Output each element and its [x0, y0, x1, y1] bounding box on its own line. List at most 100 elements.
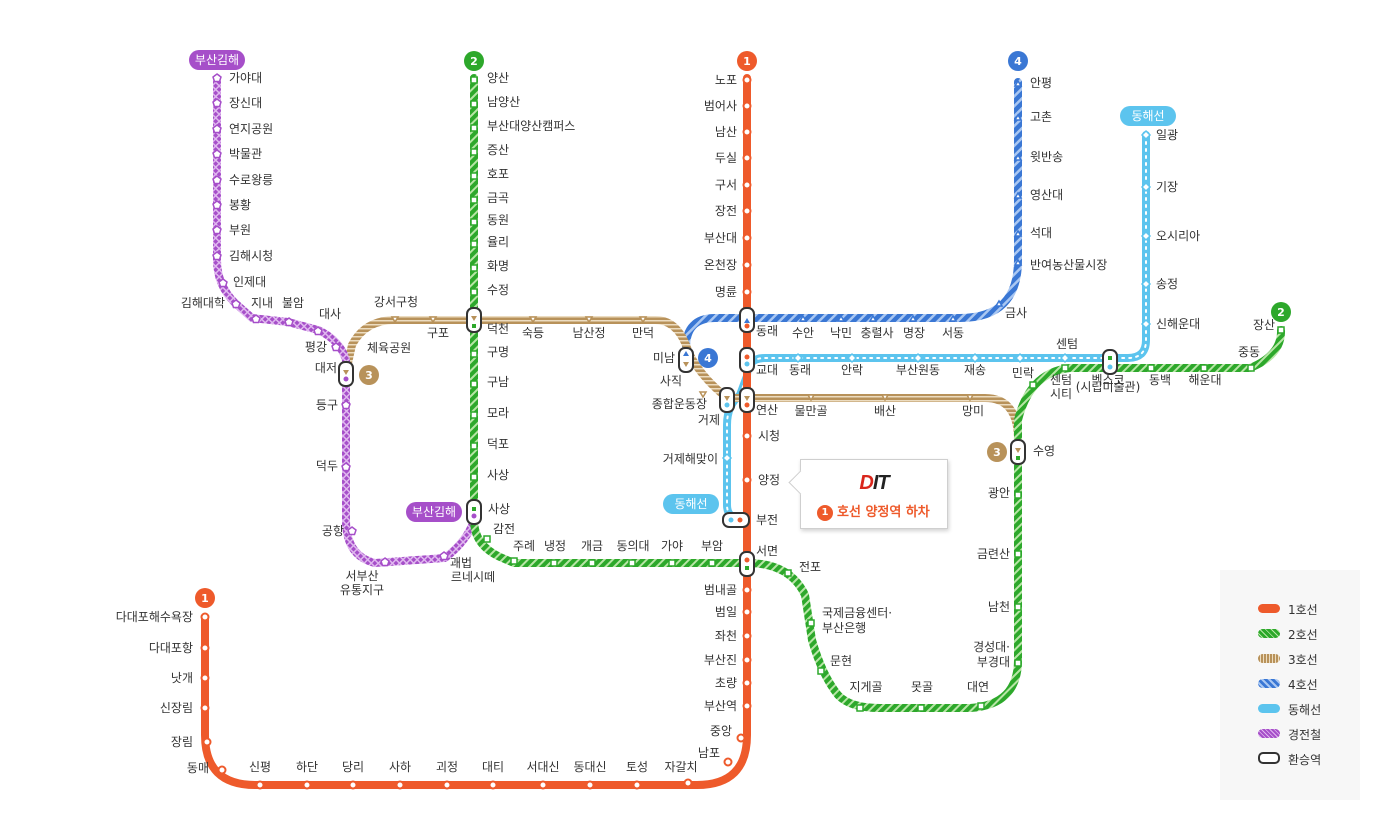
station-label: 연지공원 [229, 122, 273, 136]
svg-text:3: 3 [993, 446, 1001, 459]
station-label: 두실 [715, 151, 737, 165]
station-label: 윗반송 [1030, 149, 1063, 164]
line2-labels: 양산 남양산 부산대양산캠퍼스 증산 호포 금곡 동원 율리 화명 수정 덕천 … [487, 71, 1275, 694]
station-label: 남산 [715, 125, 737, 139]
station-label: 괘법 [450, 556, 472, 570]
transfer-dots [343, 316, 1113, 570]
station-label: 장전 [715, 204, 737, 218]
station-label: 광안 [988, 486, 1010, 500]
station-label: 괴정 [436, 760, 458, 774]
legend: 1호선 2호선 3호선 4호선 동해선 경전철 환승역 [1220, 570, 1360, 800]
station-label: 신해운대 [1156, 317, 1200, 331]
station-label: 연산 [756, 403, 778, 417]
line1-icon: 1 [817, 505, 833, 521]
light-rail-badge-north: 부산김해 [189, 50, 245, 70]
line1 [201, 74, 751, 789]
station-label: 안평 [1030, 76, 1052, 90]
station-label: 증산 [487, 143, 509, 157]
station-label: 교대 [756, 363, 778, 377]
station-label: 호포 [487, 167, 509, 181]
station-label: 서면 [756, 544, 778, 558]
station-label: 망미 [962, 404, 984, 418]
station-label: 동의대 [616, 539, 649, 553]
station-label: 동매 [187, 761, 209, 775]
station-label: 민락 [1012, 366, 1034, 380]
station-label: 노포 [715, 73, 737, 87]
station-label: 남천 [988, 599, 1010, 614]
station-label: 금곡 [487, 191, 509, 205]
station-label: 전포 [799, 560, 821, 574]
dit-logo: DIT [859, 472, 889, 494]
station-label: 양산 [487, 71, 509, 85]
station-label: 센텀 [1056, 337, 1078, 351]
donghae-labels: 일광 기장 오시리아 송정 신해운대 센텀 재송 부산원동 안락 동래 거제해맞… [663, 128, 1200, 466]
station-label: 명륜 [715, 285, 737, 299]
station-label: 고촌 [1030, 110, 1052, 124]
station-label: 해운대 [1188, 373, 1221, 387]
station-label: 덕천 [487, 321, 509, 336]
svg-text:동해선: 동해선 [1131, 109, 1164, 123]
station-label: 범어사 [704, 99, 737, 113]
station-label: 사상 [488, 502, 510, 516]
station-label: 시청 [758, 429, 780, 443]
svg-text:부산김해: 부산김해 [195, 53, 239, 67]
svg-text:동해선: 동해선 [674, 497, 707, 511]
station-label: 사하 [389, 760, 411, 774]
station-label: 지내 [251, 296, 273, 310]
station-label: 경성대· [973, 640, 1010, 654]
station-label: 수로왕릉 [229, 173, 273, 187]
station-label: 오시리아 [1156, 229, 1200, 243]
station-label: 문현 [830, 654, 852, 668]
station-label: 범일 [715, 605, 737, 619]
station-label: 장산 [1253, 318, 1275, 332]
station-label: 금련산 [977, 547, 1010, 561]
station-label: 서부산 [345, 569, 378, 583]
svg-text:2: 2 [470, 55, 478, 68]
station-label: 부산진 [704, 653, 737, 667]
station-label: 토성 [626, 760, 648, 774]
svg-text:2: 2 [1277, 306, 1285, 319]
line3 [342, 316, 1022, 452]
station-label: 율리 [487, 235, 509, 249]
station-label: 공항 [322, 524, 344, 538]
station-label: 부산대 [704, 231, 737, 245]
station-label: 대티 [482, 760, 504, 774]
station-markers [200, 73, 1285, 790]
svg-text:1: 1 [743, 55, 751, 68]
station-label: 가야 [661, 539, 683, 553]
line4-badge: 4 [1008, 51, 1028, 71]
station-label: 사상 [487, 468, 509, 482]
station-label: 부전 [756, 513, 778, 527]
station-label: 금사 [1005, 306, 1027, 320]
station-label: 모라 [487, 406, 509, 420]
station-label: 다대포항 [149, 641, 193, 655]
station-label: 시티 [1050, 387, 1072, 401]
line3-labels: 강서구청 체육공원 대저 구포 숙등 남산정 만덕 미남 사직 종합운동장 거제… [315, 295, 984, 427]
donghae-badge-south: 동해선 [663, 494, 719, 514]
station-label: 일광 [1156, 128, 1178, 142]
station-label: 양정 [758, 473, 780, 487]
line4 [682, 78, 1022, 364]
line1-badge: 1 [737, 51, 757, 71]
station-label: 김해시청 [229, 249, 273, 263]
station-label: 부원 [229, 223, 251, 237]
station-label: 르네시떼 [451, 570, 495, 584]
station-label: 구서 [715, 178, 737, 192]
station-label: 좌천 [715, 628, 737, 643]
line3-badge: 3 [359, 365, 379, 385]
svg-text:3: 3 [365, 369, 373, 382]
line4-badge-west: 4 [698, 348, 718, 368]
station-label: 불암 [282, 296, 304, 310]
station-label: 개금 [581, 539, 603, 553]
station-label: 화명 [487, 259, 509, 273]
station-label: 센텀 [1050, 373, 1072, 387]
svg-text:4: 4 [1014, 55, 1022, 68]
station-label: 만덕 [632, 326, 654, 340]
station-label: 국제금융센터· [822, 606, 892, 620]
station-label: 동래 [789, 363, 811, 377]
station-label: 남포 [698, 746, 720, 760]
station-label: 기장 [1156, 180, 1178, 194]
station-label: 자갈치 [664, 760, 697, 774]
